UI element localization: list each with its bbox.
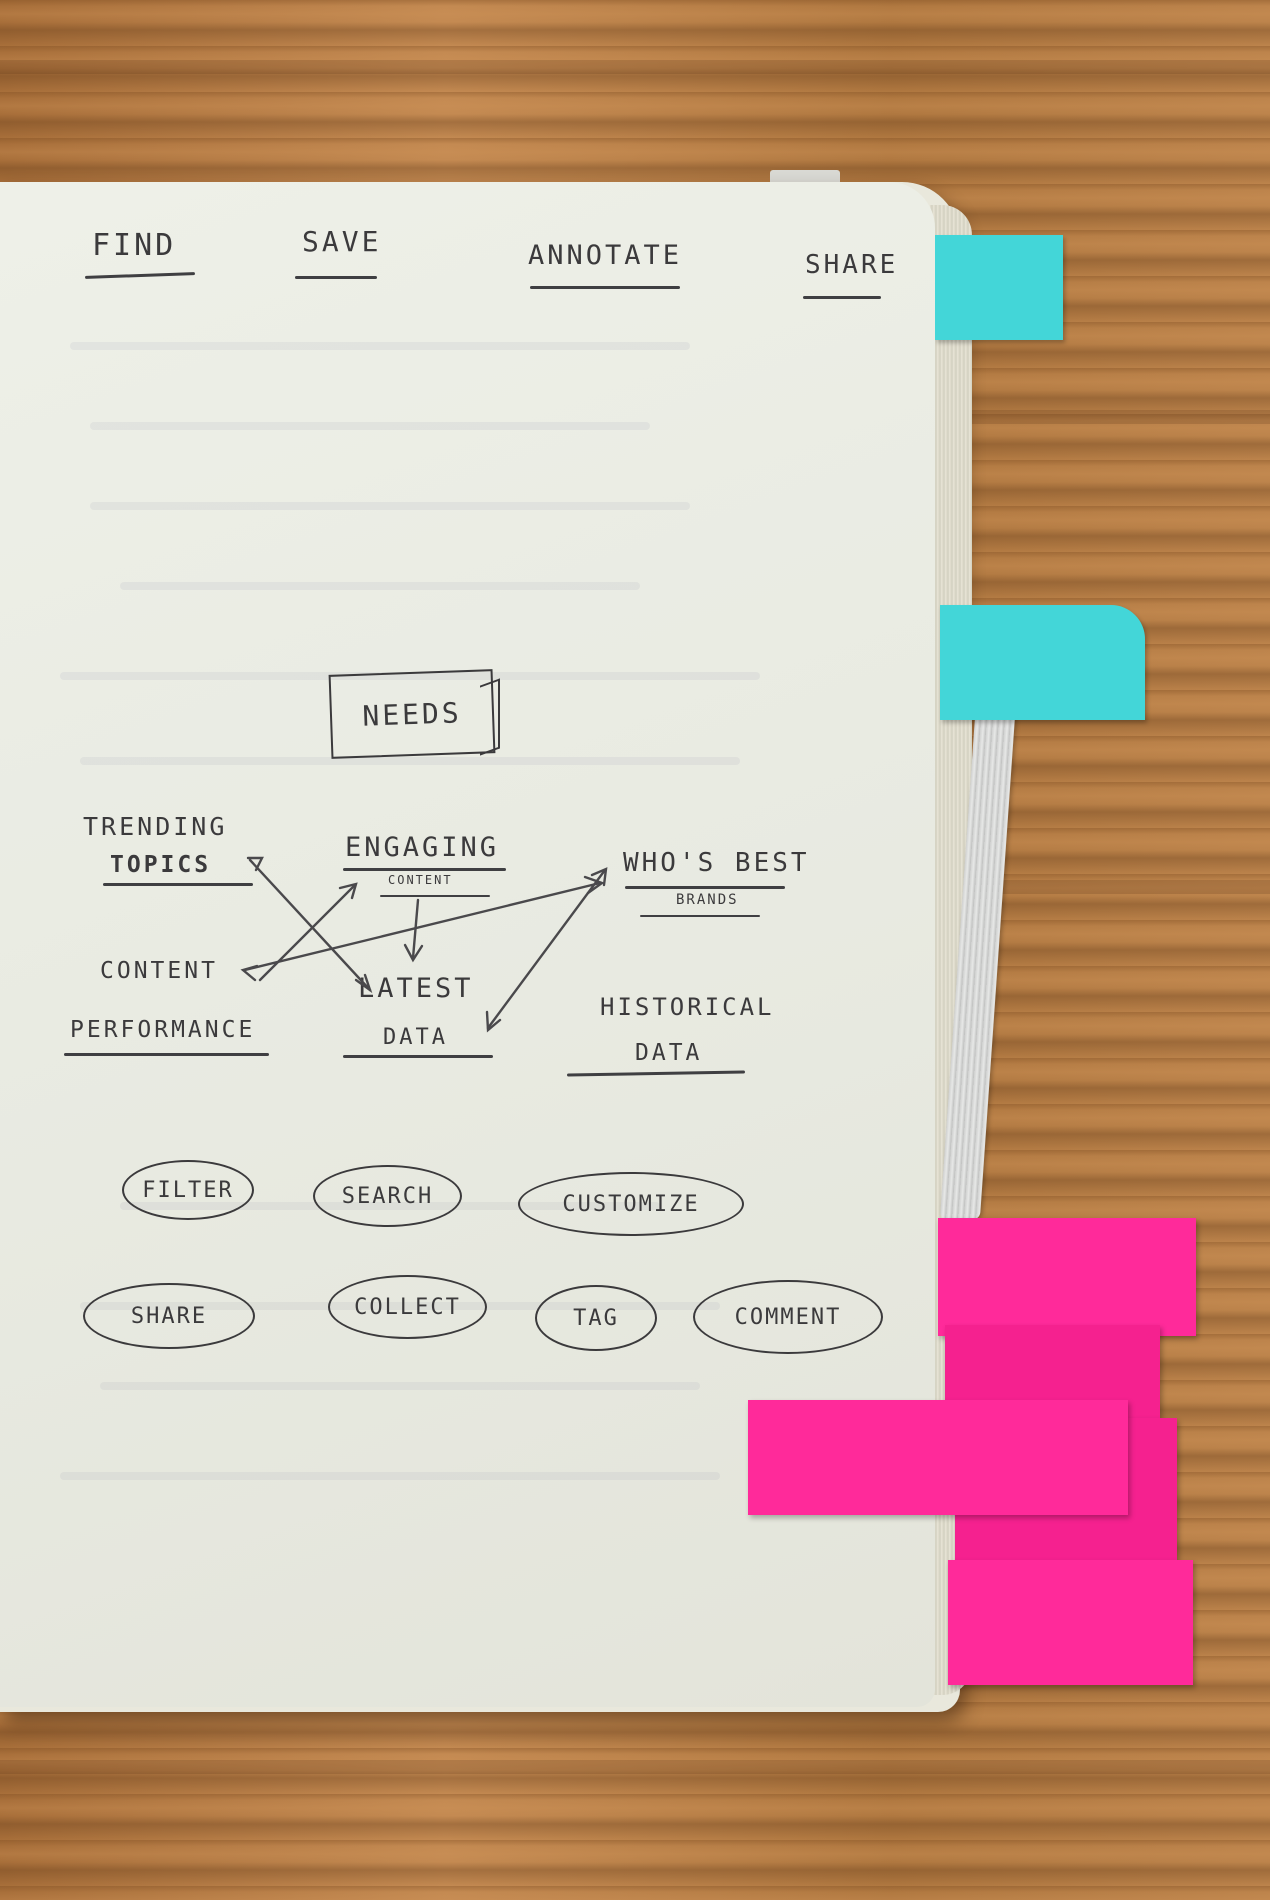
arrow-content-engaging [258, 883, 357, 982]
underline [530, 286, 680, 289]
cyan-sticky-tab [940, 605, 1145, 720]
arrowhead [485, 1010, 502, 1033]
pill-collect: COLLECT [328, 1275, 487, 1339]
bleed-through-line [80, 757, 740, 765]
label-annotate: ANNOTATE [528, 240, 683, 271]
arrow-latest-whosbest [486, 868, 607, 1030]
label-historical-data: DATA [635, 1040, 703, 1066]
pink-sticky-tab [948, 1560, 1193, 1685]
label-whos-best: WHO'S BEST [623, 848, 810, 878]
pink-sticky-tab [938, 1218, 1196, 1336]
pill-filter: FILTER [122, 1160, 254, 1220]
underline [64, 1053, 269, 1056]
bleed-through-line [90, 502, 690, 510]
label-find: FIND [92, 228, 177, 263]
pill-search: SEARCH [313, 1165, 462, 1227]
underline [343, 868, 506, 871]
label-engaging: ENGAGING [345, 832, 500, 863]
label-content: CONTENT [100, 958, 218, 984]
arrowhead [354, 973, 373, 994]
pill-comment: COMMENT [693, 1280, 883, 1354]
pill-share: SHARE [83, 1283, 255, 1349]
underline [640, 915, 760, 917]
bleed-through-line [90, 422, 650, 430]
label-share-top: SHARE [805, 250, 899, 280]
underline [343, 1055, 493, 1058]
bleed-through-line [100, 1382, 700, 1390]
label-save: SAVE [302, 225, 382, 258]
arrowhead [590, 867, 608, 887]
label-topics: TOPICS [110, 852, 212, 878]
bleed-through-line [60, 1472, 720, 1480]
pill-customize: CUSTOMIZE [518, 1172, 744, 1236]
label-latest-data: DATA [383, 1025, 448, 1050]
label-historical: HISTORICAL [600, 993, 775, 1021]
pill-tag: TAG [535, 1285, 657, 1351]
underline [803, 296, 881, 299]
pink-sticky-tab [748, 1400, 1128, 1515]
arrowhead [246, 856, 264, 872]
underline [103, 883, 253, 886]
wood-grain [0, 1760, 1270, 1774]
underline [380, 895, 490, 897]
label-latest: LATEST [358, 973, 474, 1004]
arrow-trending-latest [248, 858, 372, 992]
cyan-sticky-tab [935, 235, 1063, 340]
label-trending: TRENDING [83, 812, 228, 841]
arrowhead [338, 882, 358, 900]
wood-grain [0, 60, 1270, 74]
arrowhead [403, 943, 424, 963]
label-engaging-content: CONTENT [388, 873, 453, 887]
arrowhead [583, 875, 605, 895]
bleed-through-line [120, 582, 640, 590]
underline [295, 276, 377, 279]
label-performance: PERFORMANCE [70, 1017, 256, 1043]
label-brands: BRANDS [676, 892, 739, 908]
bleed-through-line [60, 672, 760, 680]
bleed-through-line [70, 342, 690, 350]
underline [625, 886, 785, 889]
arrow-content-whosbest [243, 881, 602, 972]
arrowhead [240, 964, 259, 982]
arrow-engaging-latest [411, 898, 420, 960]
